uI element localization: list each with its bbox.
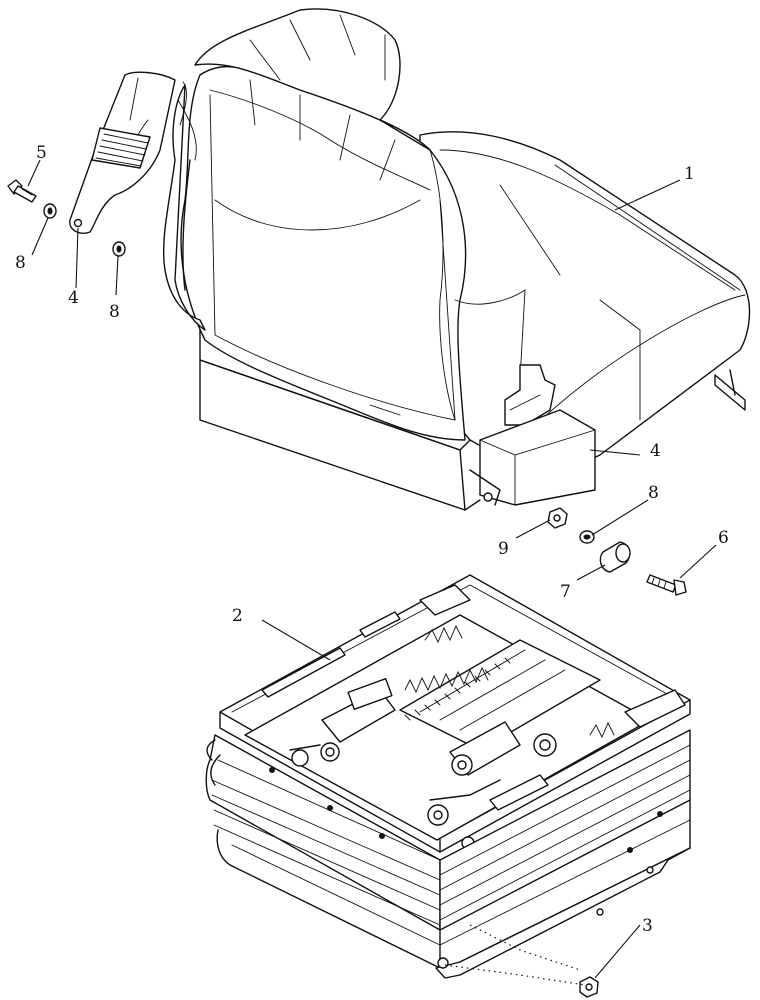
seat-belt-strap [69, 71, 187, 234]
callout-9: 9 [498, 539, 509, 559]
callout-4-left: 4 [68, 288, 79, 308]
washer-8-right [579, 530, 595, 544]
suspension-grille [399, 639, 601, 751]
callout-3: 3 [642, 916, 653, 936]
callout-5: 5 [36, 143, 47, 163]
callouts: 1 2 3 4 4 5 6 7 8 8 8 9 [15, 143, 729, 936]
bolt-5 [7, 179, 37, 203]
suspension-assembly [205, 574, 691, 979]
seat-base-pan [199, 299, 466, 511]
spacer-7 [599, 541, 631, 573]
suspension-bellows [205, 729, 691, 969]
washer-8-left [43, 203, 57, 219]
callout-1: 1 [684, 164, 695, 184]
callout-8-middle: 8 [109, 302, 120, 322]
callout-6: 6 [718, 528, 729, 548]
nut-9 [547, 507, 568, 529]
belt-bracket [504, 364, 556, 426]
callout-4-right: 4 [650, 441, 661, 461]
washer-8-middle [112, 241, 126, 257]
leader-lines [27, 159, 717, 986]
nut-3 [579, 976, 599, 998]
seat-assembly [162, 8, 751, 511]
callout-8-right: 8 [648, 483, 659, 503]
bolt-6 [646, 574, 687, 596]
seat-cushion [419, 131, 751, 466]
backrest-side-frame [162, 84, 206, 331]
backrest-rear-panel [209, 94, 456, 421]
belt-boot [91, 127, 151, 169]
callout-7: 7 [560, 582, 571, 602]
suspension-base-plate [435, 847, 691, 979]
callout-8-left: 8 [15, 253, 26, 273]
suspension-spring-upper [404, 666, 489, 694]
callout-2: 2 [232, 606, 243, 626]
seat-belt-buckle [469, 409, 596, 506]
